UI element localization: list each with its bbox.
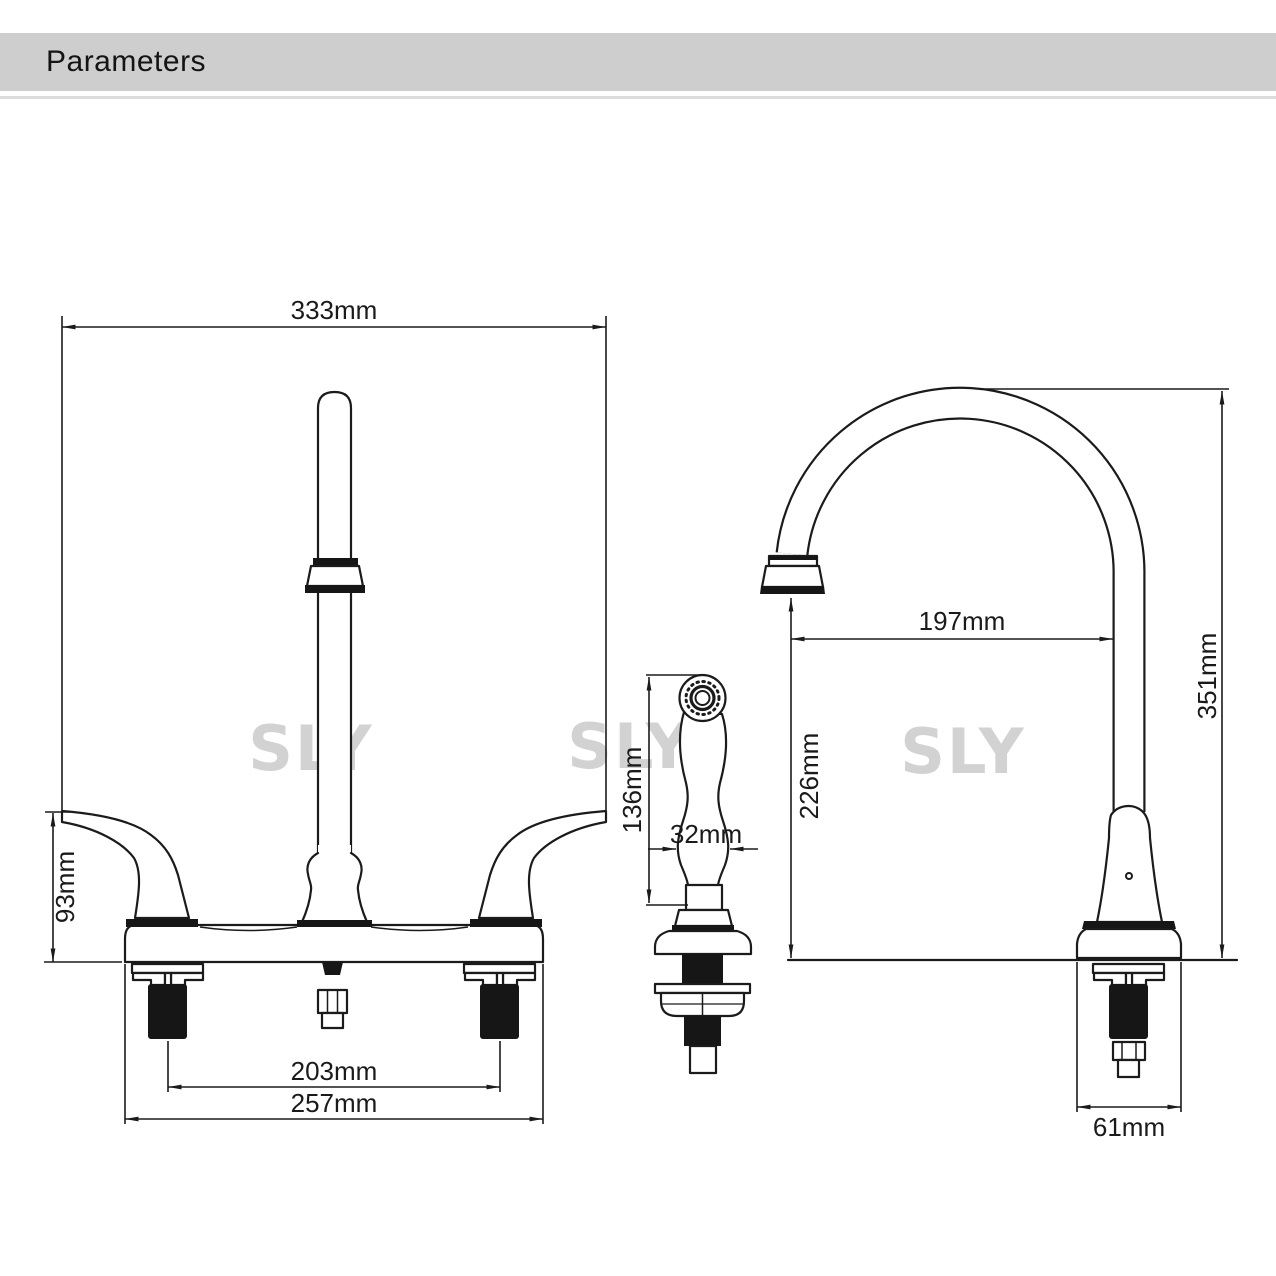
dim-base-width: 257mm: [291, 1088, 378, 1118]
sprayer-neck: [684, 883, 724, 912]
front-right-shank: [462, 962, 537, 1041]
front-left-shank: [130, 962, 205, 1041]
sprayer-locknut: [653, 982, 752, 995]
watermark-left: SLY: [248, 712, 373, 785]
dim-inlet-spacing: 203mm: [291, 1056, 378, 1086]
header-band: Parameters: [0, 33, 1276, 91]
sprayer-view: 136mm 32mm: [617, 673, 758, 1075]
sprayer-thread-upper: [682, 954, 723, 984]
sprayer-body: [676, 710, 730, 914]
side-aerator: [760, 554, 825, 594]
dim-overall-height: 351mm: [1192, 633, 1222, 720]
front-spout-base: [302, 845, 367, 926]
side-gooseneck: [775, 386, 1146, 812]
dim-overall-width: 333mm: [291, 295, 378, 325]
watermark-middle: SLY: [567, 710, 692, 783]
front-center-nub: [322, 962, 343, 975]
front-left-handle: [60, 809, 200, 929]
sprayer-stub: [688, 1044, 718, 1075]
front-spout-collar: [313, 558, 358, 566]
dim-base-diameter: 61mm: [1093, 1112, 1165, 1142]
watermark-right: SLY: [900, 715, 1025, 788]
dim-spout-reach: 197mm: [919, 606, 1006, 636]
sprayer-thread-lower: [684, 1016, 721, 1046]
dim-sprayer-height: 136mm: [617, 747, 647, 834]
side-body: [1095, 804, 1164, 924]
front-spout: [318, 396, 351, 926]
side-view: 197mm 226mm 351mm 61mm: [760, 386, 1239, 1142]
front-deck: [123, 923, 545, 964]
header-divider: [0, 96, 1276, 99]
sprayer-flange: [653, 929, 753, 956]
dim-handle-height: 93mm: [50, 851, 80, 923]
dim-sprayer-diameter: 32mm: [670, 819, 742, 849]
dim-spout-height: 226mm: [794, 733, 824, 820]
front-right-handle: [468, 809, 608, 929]
side-hex-nut: [1111, 1040, 1147, 1062]
side-body-hole: [1125, 872, 1133, 880]
side-shank: [1091, 962, 1166, 1041]
page-title: Parameters: [46, 45, 207, 78]
side-base-flange: [1075, 927, 1183, 960]
front-center-nut: [316, 988, 349, 1015]
front-view: 333mm 93mm 203mm 257mm: [44, 295, 608, 1124]
